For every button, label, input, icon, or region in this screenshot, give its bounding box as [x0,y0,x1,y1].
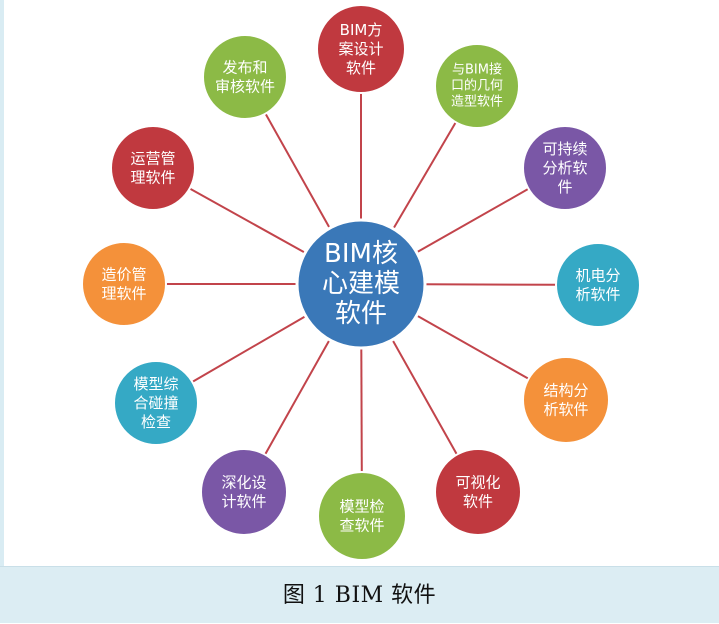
connector-clash-detection [190,314,308,384]
connector-sustainability-analysis [414,187,530,255]
node-label-operations-management: 运营管 [130,150,175,168]
node-label-geometry-modeling: 口的几何 [451,78,503,94]
node-label-detailed-design: 深化设 [221,474,266,492]
node-circle-sustainability-analysis [522,125,608,211]
center-label: BIM核 [324,239,398,269]
node-label-bim-scheme-design: 软件 [346,59,376,77]
connector-model-check [360,345,363,474]
center-circle [295,218,427,350]
node-label-mep-analysis: 机电分 [575,267,620,285]
connector-publish-review [264,112,332,231]
node-label-visualization: 软件 [463,493,493,511]
node-circle-clash-detection [113,360,199,446]
node-circle-publish-review [202,34,288,120]
bim-software-diagram: BIM方案设计软件与BIM接口的几何造型软件可持续分析软件机电分析软件结构分析软… [81,4,641,561]
node-circle-cost-management [81,241,167,327]
node-label-sustainability-analysis: 分析软 [542,159,587,177]
node-label-model-check: 查软件 [339,517,384,535]
node-circle-bim-scheme-design [316,4,406,94]
node-label-geometry-modeling: 与BIM接 [452,62,502,78]
connector-detailed-design [263,337,332,456]
node-circle-visualization [434,448,522,536]
left-border [0,0,4,566]
node-label-mep-analysis: 析软件 [575,286,620,304]
node-label-clash-detection: 模型综 [133,375,178,393]
node-circle-detailed-design [200,448,288,536]
node-label-clash-detection: 合碰撞 [133,394,178,412]
figure-caption: 图 1 BIM 软件 [282,583,437,608]
node-label-bim-scheme-design: 案设计 [338,40,383,58]
connector-visualization [390,337,459,456]
node-label-publish-review: 发布和 [222,59,267,77]
node-label-cost-management: 造价管 [101,266,146,284]
node-label-visualization: 可视化 [455,474,500,492]
node-label-cost-management: 理软件 [101,285,146,303]
center-label: 软件 [335,299,387,329]
connector-mep-analysis [422,283,558,286]
connector-operations-management [188,187,308,255]
node-label-detailed-design: 计软件 [221,493,266,511]
node-circle-model-check [317,471,407,561]
connector-structural-analysis [414,313,530,381]
node-circle-mep-analysis [555,242,641,328]
node-label-geometry-modeling: 造型软件 [451,95,503,110]
node-label-bim-scheme-design: BIM方 [340,21,383,39]
node-label-publish-review: 审核软件 [215,78,275,96]
node-label-operations-management: 理软件 [130,169,175,187]
node-circle-operations-management [110,125,196,211]
node-label-model-check: 模型检 [339,498,384,516]
node-label-sustainability-analysis: 件 [557,178,572,196]
center-label: 心建模 [322,269,400,299]
node-circle-geometry-modeling [434,43,520,129]
caption-bar: 图 1 BIM 软件 [0,566,719,623]
node-label-structural-analysis: 析软件 [543,401,588,419]
node-label-structural-analysis: 结构分 [543,382,588,400]
node-circle-structural-analysis [522,356,610,444]
node-label-clash-detection: 检查 [141,413,171,431]
connectors [165,92,558,474]
nodes: BIM方案设计软件与BIM接口的几何造型软件可持续分析软件机电分析软件结构分析软… [81,4,641,561]
node-label-sustainability-analysis: 可持续 [542,140,587,158]
connector-geometry-modeling [391,120,458,232]
